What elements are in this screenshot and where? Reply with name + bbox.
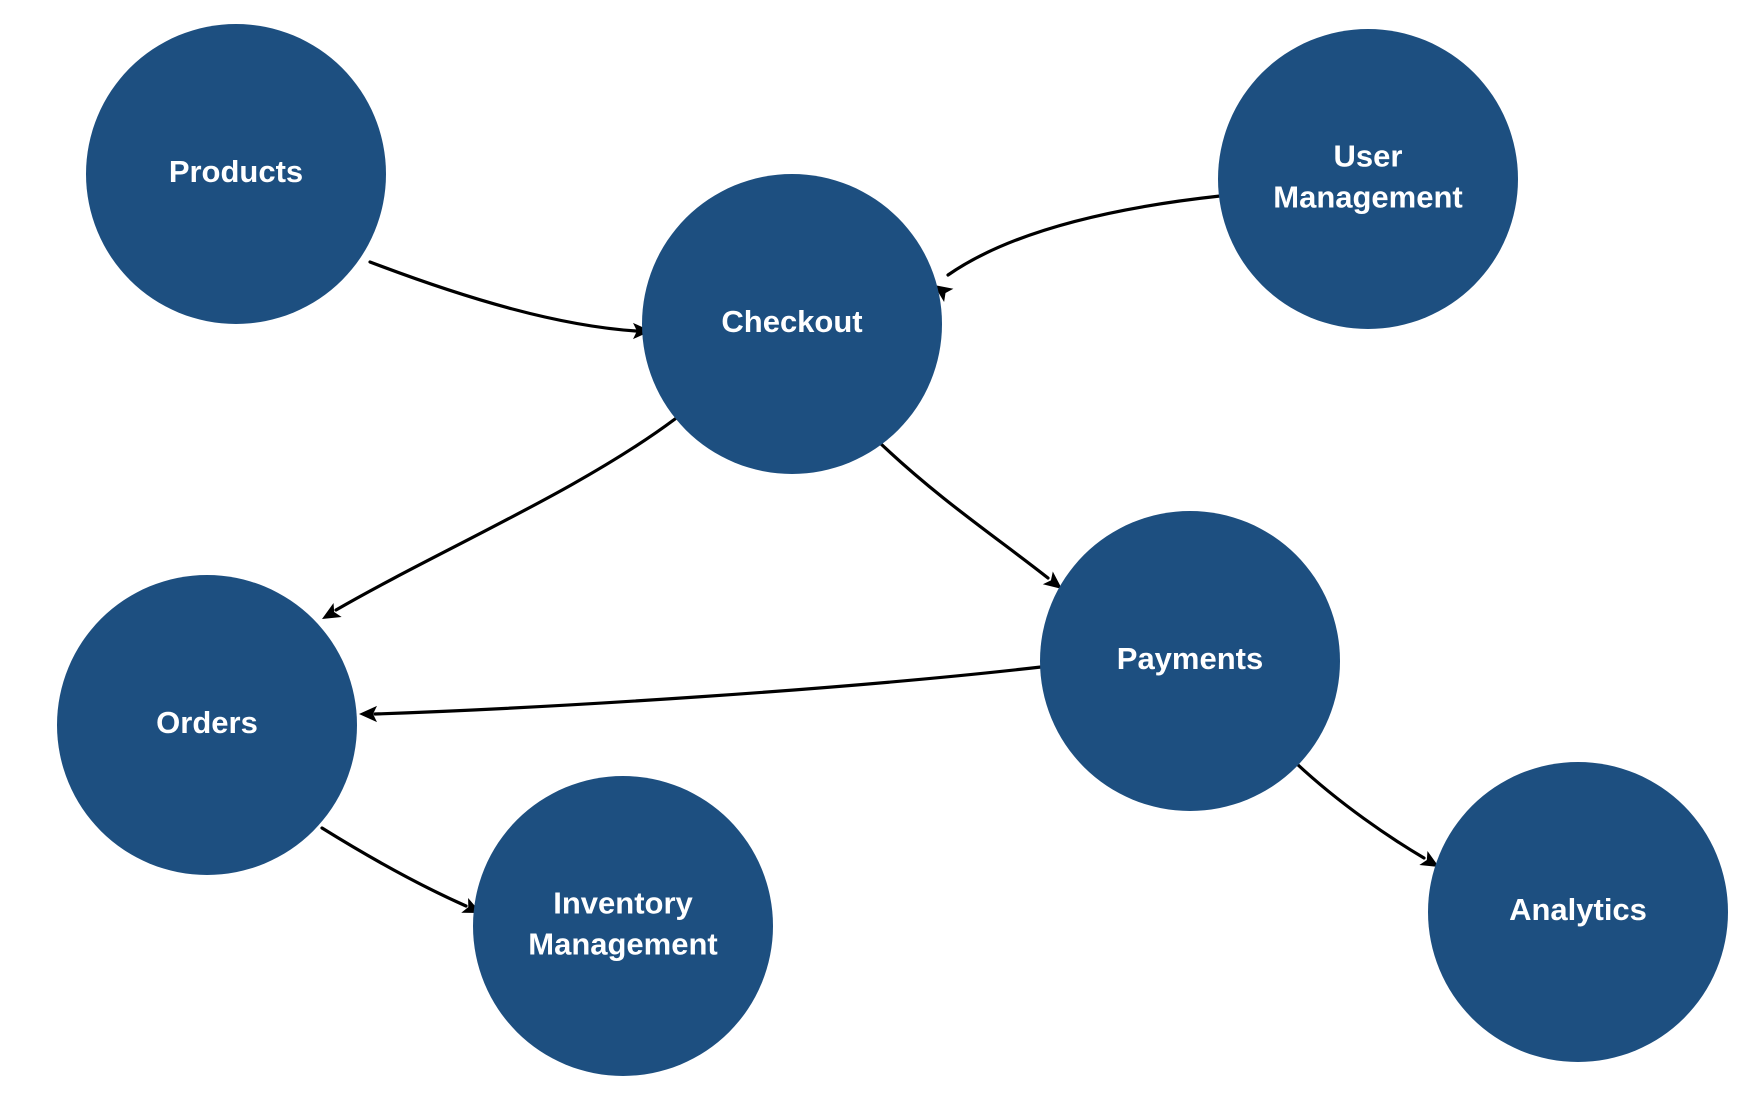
edge-line — [320, 826, 468, 908]
node-shape[interactable] — [473, 776, 773, 1076]
arrowhead-icon — [1042, 571, 1062, 589]
edge-line — [334, 417, 677, 612]
edge-line — [878, 441, 1050, 580]
arrowhead-icon — [633, 322, 651, 340]
node-shape[interactable] — [86, 24, 386, 324]
edge-products-to-checkout — [368, 260, 651, 340]
node-shape[interactable] — [1218, 29, 1518, 329]
edge-line — [1295, 762, 1426, 860]
edge-line — [946, 194, 1222, 277]
edge-line — [373, 665, 1043, 716]
edge-payments-to-orders — [359, 665, 1043, 723]
node-shape[interactable] — [1428, 762, 1728, 1062]
arrowhead-icon — [934, 285, 954, 302]
edge-checkout-to-orders — [322, 417, 677, 619]
edge-payments-to-analytics — [1295, 762, 1439, 867]
edge-user_mgmt-to-checkout — [934, 194, 1222, 302]
node-shape[interactable] — [57, 575, 357, 875]
node-shape[interactable] — [642, 174, 942, 474]
edge-checkout-to-payments — [878, 441, 1062, 589]
node-checkout[interactable]: Checkout — [642, 174, 942, 474]
node-products[interactable]: Products — [86, 24, 386, 324]
node-analytics[interactable]: Analytics — [1428, 762, 1728, 1062]
edge-line — [368, 260, 638, 333]
edges-layer — [320, 194, 1439, 913]
arrowhead-icon — [322, 602, 342, 619]
arrowhead-icon — [1419, 850, 1439, 867]
node-payments[interactable]: Payments — [1040, 511, 1340, 811]
node-orders[interactable]: Orders — [57, 575, 357, 875]
arrowhead-icon — [359, 705, 377, 723]
node-shape[interactable] — [1040, 511, 1340, 811]
